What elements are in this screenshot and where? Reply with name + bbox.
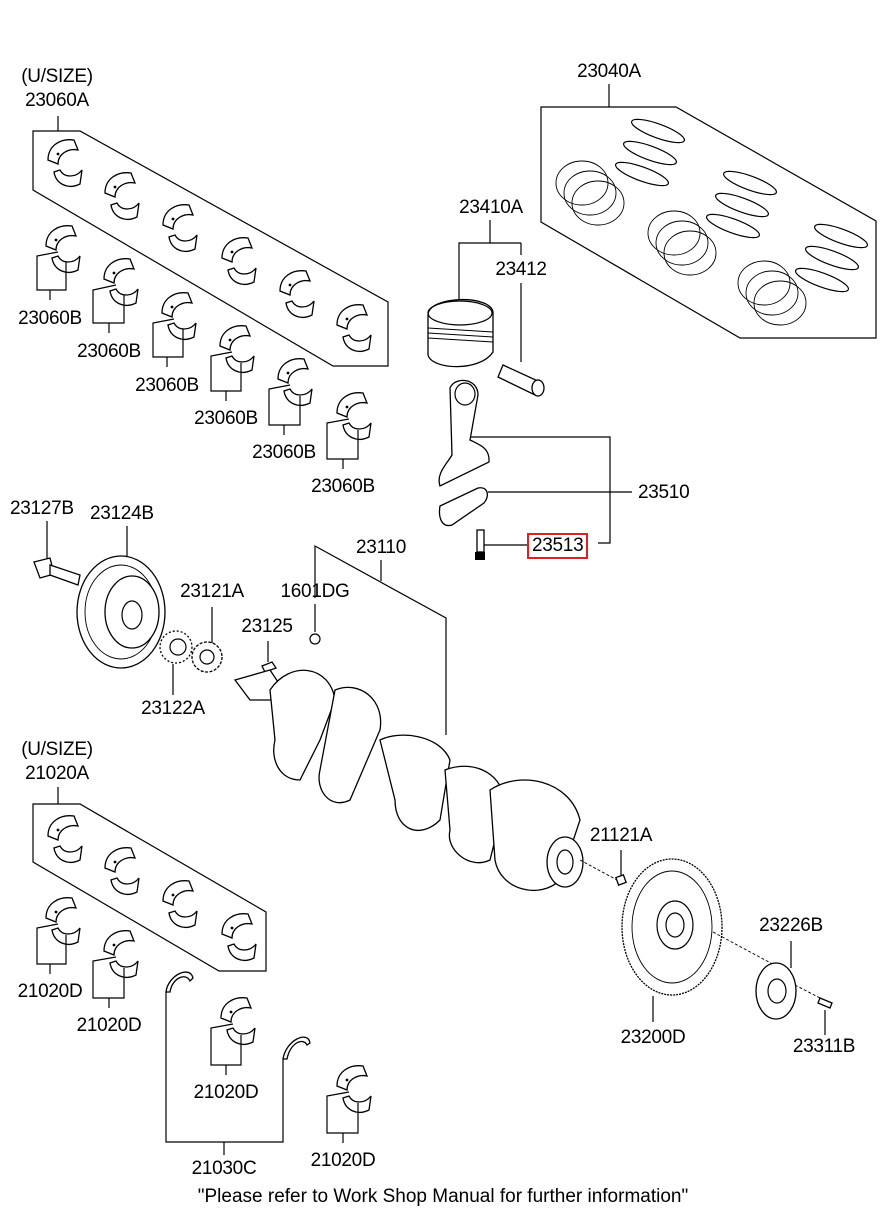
connecting-rod-23510 bbox=[438, 379, 632, 560]
footer-note: "Please refer to Work Shop Manual for fu… bbox=[197, 1186, 689, 1207]
part-label-21020D-4[interactable]: 21020D bbox=[310, 1150, 376, 1171]
part-label-23513-highlighted[interactable]: 23513 bbox=[527, 533, 589, 559]
part-label-23125[interactable]: 23125 bbox=[241, 616, 293, 637]
bearing-singles-23060B bbox=[36, 225, 372, 469]
part-label-21020A[interactable]: 21020A bbox=[25, 763, 89, 784]
part-label-23410A[interactable]: 23410A bbox=[459, 197, 523, 218]
piston-ring-set-23040A bbox=[540, 84, 877, 339]
part-label-23510[interactable]: 23510 bbox=[638, 482, 690, 503]
part-label-21020D-3[interactable]: 21020D bbox=[193, 1082, 259, 1103]
part-label-23122A[interactable]: 23122A bbox=[141, 698, 205, 719]
part-label-23060B-4[interactable]: 23060B bbox=[194, 408, 258, 429]
label-usize-bottom: (U/SIZE) bbox=[21, 739, 93, 760]
crankshaft-23110 bbox=[233, 544, 584, 891]
part-label-23110[interactable]: 23110 bbox=[356, 537, 406, 558]
part-label-23127B[interactable]: 23127B bbox=[10, 498, 74, 519]
bearing-tray-21020A bbox=[32, 787, 267, 972]
part-label-21020D-1[interactable]: 21020D bbox=[17, 981, 83, 1002]
thrust-washers-21030C bbox=[165, 971, 311, 1155]
bearing-singles-21020D bbox=[36, 897, 372, 1143]
part-label-23060B-1[interactable]: 23060B bbox=[18, 308, 82, 329]
part-label-23124B[interactable]: 23124B bbox=[90, 503, 154, 524]
pulley-assembly bbox=[33, 521, 321, 695]
part-label-23200D[interactable]: 23200D bbox=[620, 1027, 686, 1048]
part-label-23040A[interactable]: 23040A bbox=[577, 61, 641, 82]
part-label-21030C[interactable]: 21030C bbox=[191, 1158, 257, 1179]
part-label-1601DG[interactable]: 1601DG bbox=[280, 581, 350, 602]
part-label-23412[interactable]: 23412 bbox=[495, 259, 547, 280]
flywheel-assembly bbox=[579, 850, 833, 1035]
bearing-tray-23060A bbox=[32, 116, 389, 367]
piston-23410A bbox=[427, 220, 545, 397]
part-label-23121A[interactable]: 23121A bbox=[180, 581, 244, 602]
part-label-23060B-5[interactable]: 23060B bbox=[252, 442, 316, 463]
part-label-21121A[interactable]: 21121A bbox=[589, 825, 653, 846]
part-label-23060B-6[interactable]: 23060B bbox=[311, 476, 375, 497]
label-usize-top: (U/SIZE) bbox=[21, 66, 93, 87]
part-label-23060B-2[interactable]: 23060B bbox=[77, 341, 141, 362]
part-label-23311B[interactable]: 23311B bbox=[792, 1036, 856, 1057]
part-label-23060A[interactable]: 23060A bbox=[25, 90, 89, 111]
part-label-23060B-3[interactable]: 23060B bbox=[135, 375, 199, 396]
part-label-23226B[interactable]: 23226B bbox=[759, 915, 823, 936]
part-label-21020D-2[interactable]: 21020D bbox=[76, 1015, 142, 1036]
